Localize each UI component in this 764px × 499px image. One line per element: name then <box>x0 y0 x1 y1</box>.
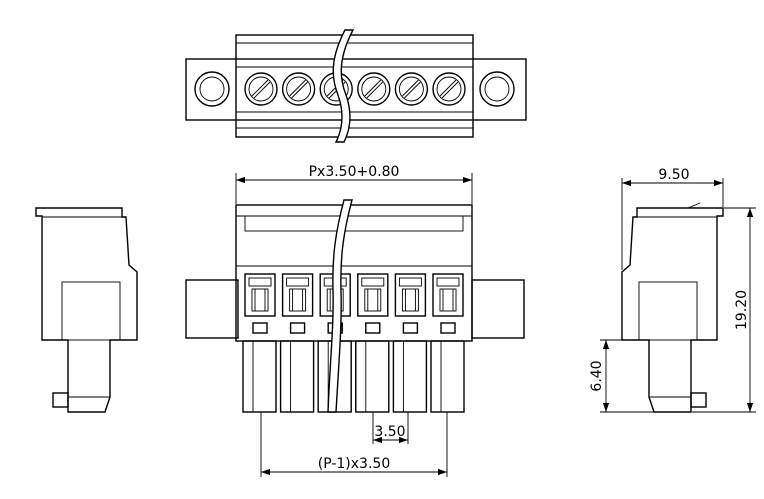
top-view-flange <box>185 58 527 121</box>
screw-head-1 <box>244 72 278 106</box>
left-side-view-outline <box>35 207 138 413</box>
top-view-mount-hole-left <box>194 71 230 107</box>
top-view-break-line <box>332 29 355 143</box>
terminal-2 <box>279 273 315 413</box>
dimension-pin-span: (P-1)x3.50 <box>260 412 448 477</box>
screw-head-6 <box>432 72 466 106</box>
front-view-break-line <box>327 199 353 413</box>
terminal-1 <box>242 273 277 413</box>
front-view-housing <box>235 204 473 342</box>
front-view-flange-right <box>471 279 525 339</box>
screw-head-4 <box>357 72 391 106</box>
terminal-6 <box>430 273 465 413</box>
terminal-5 <box>392 273 428 413</box>
dimension-pin-length: 6.40 <box>589 339 654 413</box>
screw-head-5 <box>394 72 429 106</box>
front-view-terminal-row <box>242 273 465 413</box>
dimension-height: 19.20 <box>692 207 756 413</box>
pitch-label: 3.50 <box>374 424 405 440</box>
screw-head-2 <box>281 72 316 106</box>
depth-label: 9.50 <box>658 167 689 183</box>
right-side-view <box>621 202 724 413</box>
right-side-view-outline <box>621 207 724 413</box>
front-view-flange-left <box>185 279 239 339</box>
top-view-mount-hole-right <box>479 71 515 107</box>
dimension-depth: 9.50 <box>621 167 724 270</box>
top-view <box>185 29 527 143</box>
pin-length-label: 6.40 <box>589 360 605 391</box>
top-view-screw-row <box>244 72 466 106</box>
dimension-pitch: 3.50 <box>372 412 409 444</box>
front-view <box>185 199 525 413</box>
left-side-view <box>35 207 138 413</box>
dimension-overall-length: Px3.50+0.80 <box>235 164 473 204</box>
top-view-housing <box>235 34 474 138</box>
height-label: 19.20 <box>734 290 750 330</box>
overall-length-label: Px3.50+0.80 <box>309 164 400 180</box>
terminal-4 <box>355 273 390 413</box>
pin-span-label: (P-1)x3.50 <box>318 456 390 472</box>
